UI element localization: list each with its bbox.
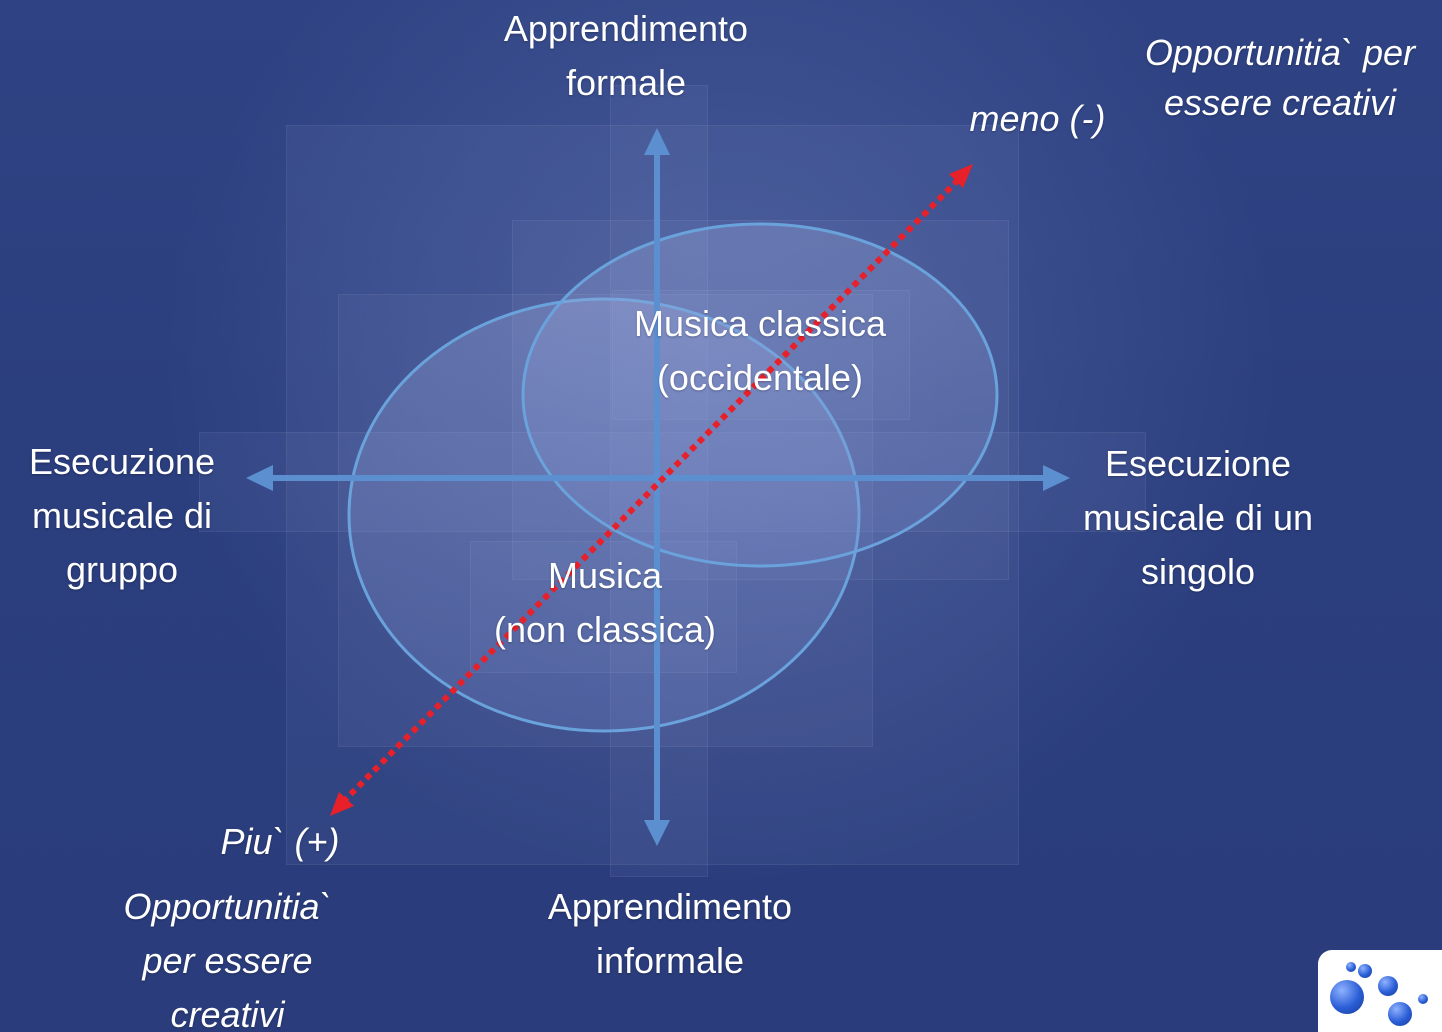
diagonal-arrow-bottom-icon xyxy=(330,792,354,816)
creativity-less-caption: Opportunitia` per essere creativi xyxy=(1144,32,1416,123)
arrow-right-icon xyxy=(1043,465,1070,491)
creativity-more-caption: Opportunitia` per essere creativi xyxy=(123,886,332,1032)
creativity-more-label: Piu` (+) xyxy=(220,821,340,862)
logo-icon xyxy=(1318,950,1442,1032)
axis-left-label: Esecuzione musicale di gruppo xyxy=(28,441,216,590)
arrow-left-icon xyxy=(246,465,273,491)
axis-top-label: Apprendimento formale xyxy=(503,8,749,103)
creativity-less-label: meno (-) xyxy=(969,98,1106,139)
arrow-down-icon xyxy=(644,820,670,846)
region-classical-label: Musica classica (occidentale) xyxy=(633,303,887,398)
arrow-up-icon xyxy=(644,128,670,155)
diagonal-arrow-top-icon xyxy=(949,164,973,188)
axis-bottom-label: Apprendimento informale xyxy=(547,886,793,981)
axis-right-label: Esecuzione musicale di un singolo xyxy=(1082,443,1314,592)
region-nonclassical-label: Musica (non classica) xyxy=(493,555,717,650)
creativity-diagonal xyxy=(340,175,963,805)
